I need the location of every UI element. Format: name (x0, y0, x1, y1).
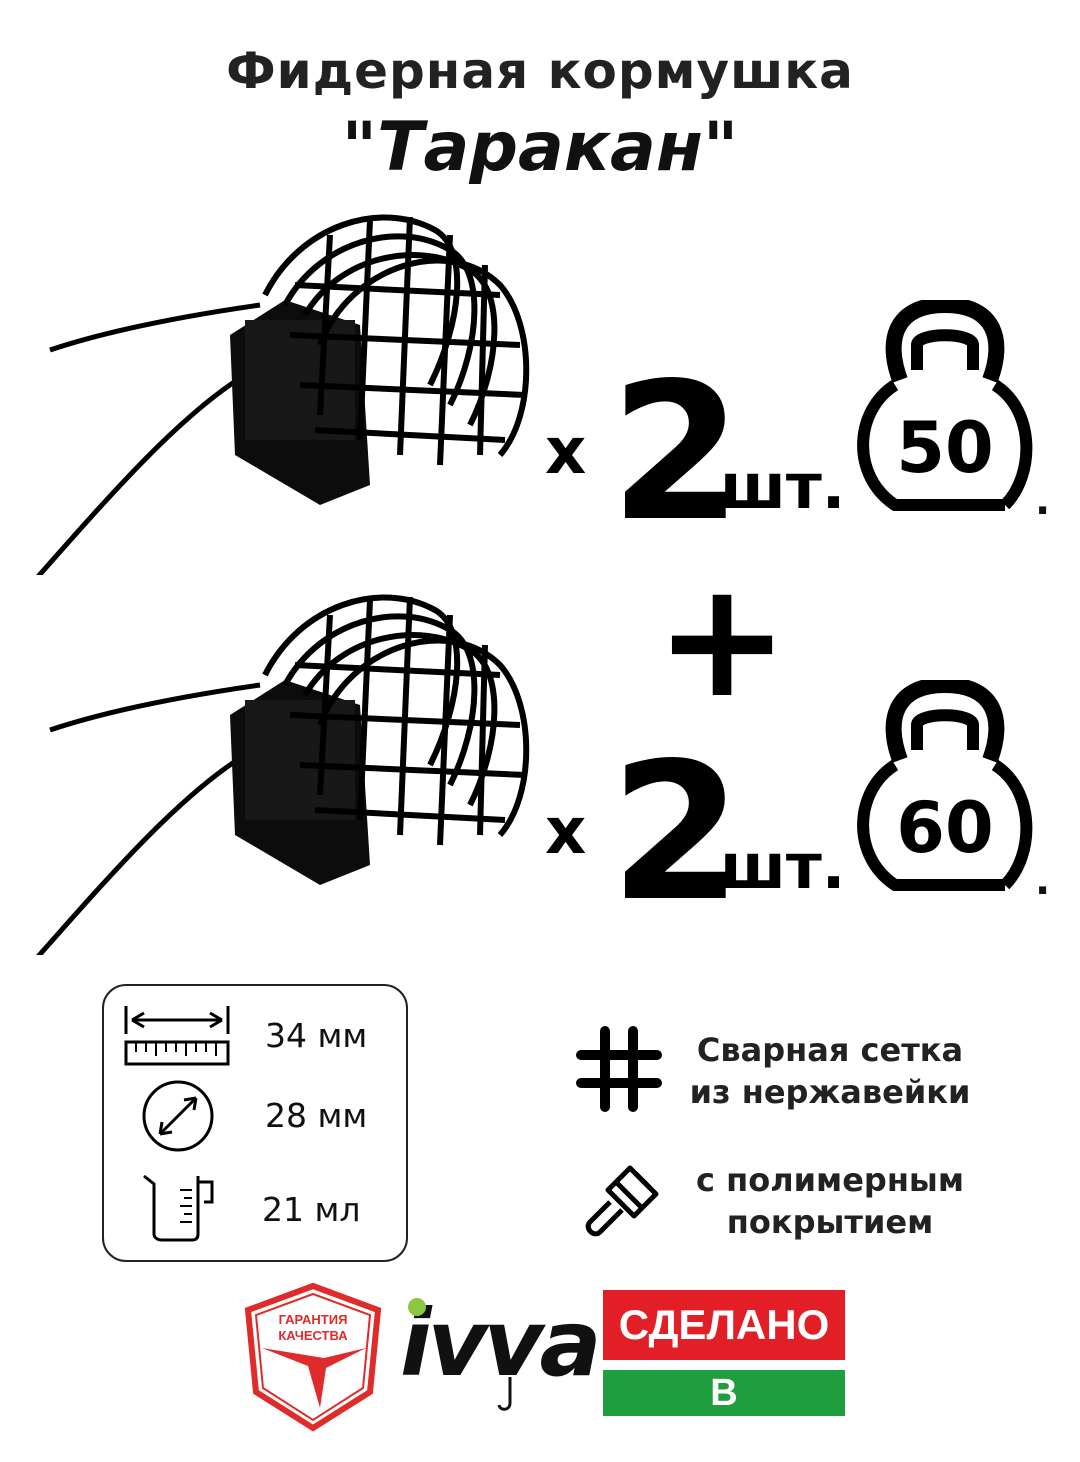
feature-coating-line2: покрытием (726, 1202, 934, 1241)
volume-value: 21 мл (262, 1190, 361, 1229)
brand-logo: ivva (400, 1290, 602, 1420)
multiplier-sign: x (545, 415, 587, 489)
fish-hook-icon (497, 1377, 512, 1411)
plus-sign: + (655, 546, 790, 733)
quantity-unit: шт. (720, 830, 846, 903)
quality-badge-line2: КАЧЕСТВА (278, 1328, 348, 1343)
page-title: Фидерная кормушка (226, 42, 854, 100)
measuring-cup-icon (143, 1174, 214, 1242)
feature-coating-line1: с полимерным (695, 1161, 965, 1199)
multiplier-sign: x (545, 795, 587, 869)
feature-mesh-line1: Сварная сетка (696, 1031, 964, 1069)
diameter-icon (142, 1080, 214, 1152)
brand-name: ivva (400, 1290, 602, 1397)
quality-guarantee-badge: ГАРАНТИЯ КАЧЕСТВА (244, 1282, 382, 1432)
specs-panel (102, 984, 408, 1262)
product-name: "Таракан" (341, 108, 739, 187)
feature-mesh-line2: из нержавейки (689, 1072, 971, 1111)
feature-coating-text: с полимерным покрытием (670, 1160, 990, 1243)
brand-dot (408, 1298, 426, 1316)
feeder-cage-image (36, 594, 530, 955)
length-value: 34 мм (265, 1016, 368, 1055)
quality-badge-line1: ГАРАНТИЯ (279, 1312, 348, 1327)
kettlebell-weight-icon: 50 (857, 300, 1033, 511)
feature-mesh-text: Сварная сетка из нержавейки (660, 1030, 1000, 1113)
quantity-unit: шт. (720, 450, 846, 523)
trailing-dot: . (1035, 478, 1051, 524)
quantity-number: 2 (610, 342, 743, 563)
made-in-badge-bottom: В БЕЛАРУСИ (603, 1370, 845, 1460)
feeder-cage-image (36, 214, 530, 575)
grid-hash-icon (576, 1026, 662, 1112)
ruler-length-icon (124, 1006, 230, 1066)
diameter-value: 28 мм (265, 1096, 368, 1135)
weight-label: 50 (896, 407, 993, 489)
paint-brush-icon (585, 1165, 659, 1237)
kettlebell-weight-icon: 60 (857, 680, 1033, 891)
quantity-number: 2 (610, 722, 743, 943)
made-in-badge-top: СДЕЛАНО (603, 1290, 845, 1360)
trailing-dot: . (1035, 858, 1051, 904)
weight-label: 60 (896, 787, 993, 869)
